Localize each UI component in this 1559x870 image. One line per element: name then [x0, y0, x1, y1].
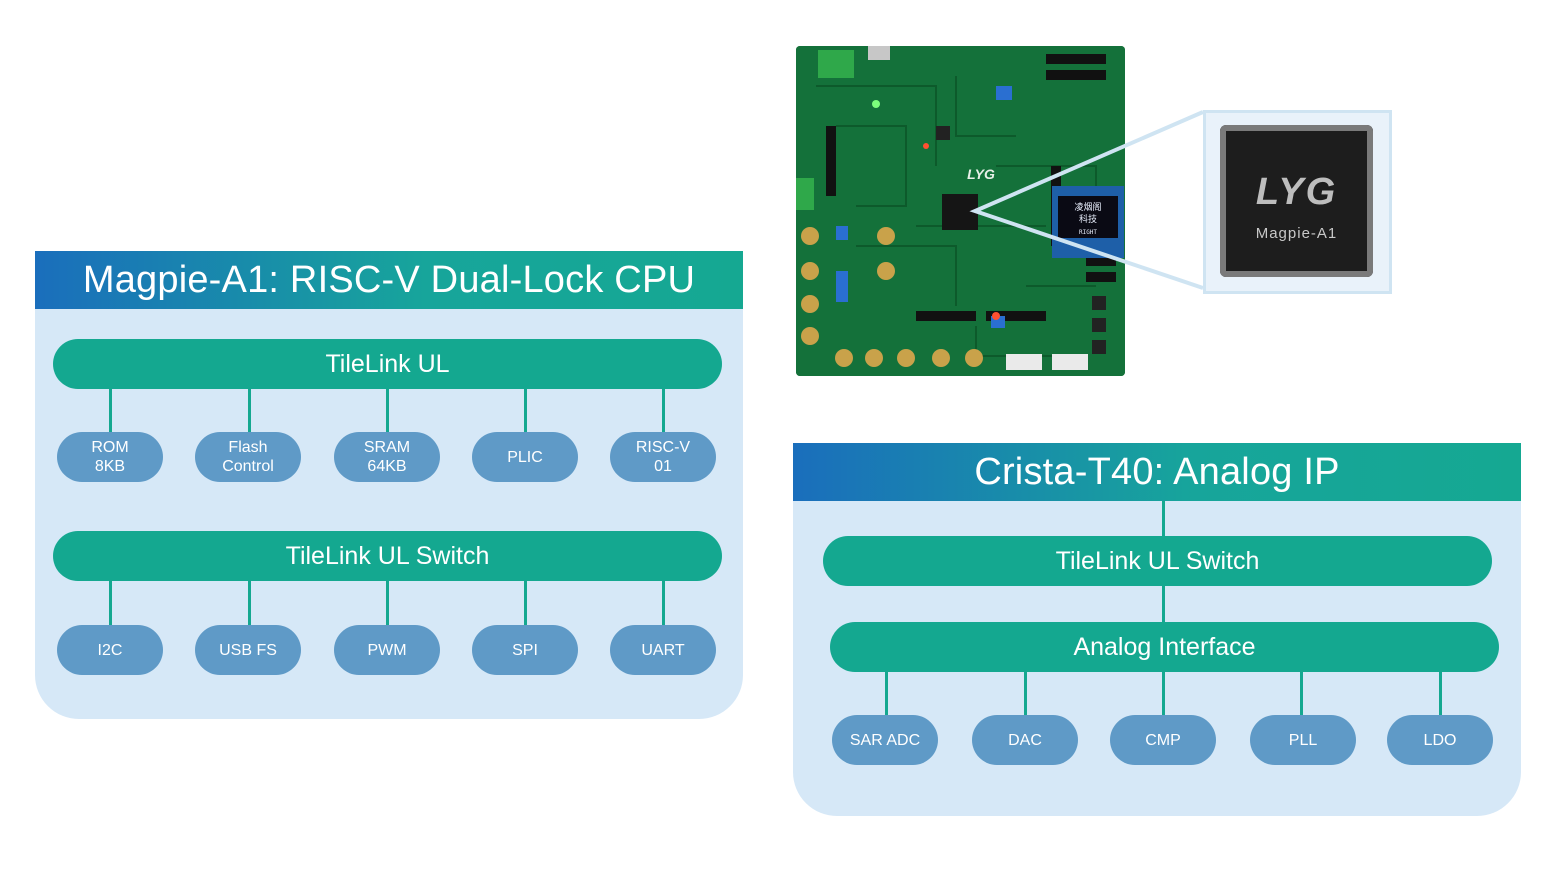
connector-line [662, 580, 665, 626]
connector-line [248, 388, 251, 434]
pll-block: PLL [1250, 715, 1356, 765]
led-indicator [872, 100, 880, 108]
plic-block: PLIC [472, 432, 578, 482]
flash-control-block: Flash Control [195, 432, 301, 482]
dev-board-photo: 凌烟阁 科技 RIGHT LYG [796, 46, 1125, 376]
connector-line [1162, 671, 1165, 717]
chip-package: LYG Magpie-A1 [1220, 125, 1373, 277]
silkscreen-logo: LYG [967, 166, 995, 182]
pwm-block: PWM [334, 625, 440, 675]
tilelink-ul-bus: TileLink UL [53, 339, 722, 389]
connector-line [885, 671, 888, 717]
board-illustration: 凌烟阁 科技 RIGHT LYG [796, 46, 1125, 376]
sar-adc-block: SAR ADC [832, 715, 938, 765]
connector-line [109, 388, 112, 434]
spi-block: SPI [472, 625, 578, 675]
connector-line [1162, 501, 1165, 537]
analog-tilelink-switch-bus: TileLink UL Switch [823, 536, 1492, 586]
connector-line [1024, 671, 1027, 717]
connector-line [524, 388, 527, 434]
uart-block: UART [610, 625, 716, 675]
connector-line [386, 388, 389, 434]
potentiometers [836, 86, 1012, 328]
analog-interface-bus: Analog Interface [830, 622, 1499, 672]
tactile-buttons [936, 126, 1106, 354]
connector-line [524, 580, 527, 626]
ldo-block: LDO [1387, 715, 1493, 765]
oled-text: 凌烟阁 [1074, 201, 1101, 213]
oled-sub: RIGHT [1079, 229, 1097, 236]
usb-connector [868, 46, 890, 60]
connector-line [248, 580, 251, 626]
connector-line [1439, 671, 1442, 717]
led-indicator [992, 312, 1000, 320]
riscv-core-block: RISC-V 01 [610, 432, 716, 482]
connector-line [1162, 585, 1165, 623]
connector-line [1300, 671, 1303, 717]
analog-panel-title: Crista-T40: Analog IP [793, 443, 1521, 501]
i2c-block: I2C [57, 625, 163, 675]
dac-block: DAC [972, 715, 1078, 765]
chip-zoom-box: LYG Magpie-A1 [1203, 110, 1392, 294]
chip-name: Magpie-A1 [1255, 225, 1338, 242]
led-indicator [923, 143, 929, 149]
connector-line [386, 580, 389, 626]
sram-block: SRAM 64KB [334, 432, 440, 482]
rom-block: ROM 8KB [57, 432, 163, 482]
terminal-block [818, 50, 854, 78]
connector-line [109, 580, 112, 626]
tilelink-ul-switch-bus: TileLink UL Switch [53, 531, 722, 581]
terminal-block [796, 178, 814, 210]
oled-screen [1058, 196, 1118, 238]
sma-connectors [801, 227, 983, 367]
connector-line [662, 388, 665, 434]
jst-connector [1052, 354, 1088, 370]
cmp-block: CMP [1110, 715, 1216, 765]
chip-logo: LYG [1255, 171, 1338, 213]
jst-connector [1006, 354, 1042, 370]
cpu-panel-title: Magpie-A1: RISC-V Dual-Lock CPU [35, 251, 743, 309]
oled-text: 科技 [1079, 213, 1097, 225]
usb-fs-block: USB FS [195, 625, 301, 675]
